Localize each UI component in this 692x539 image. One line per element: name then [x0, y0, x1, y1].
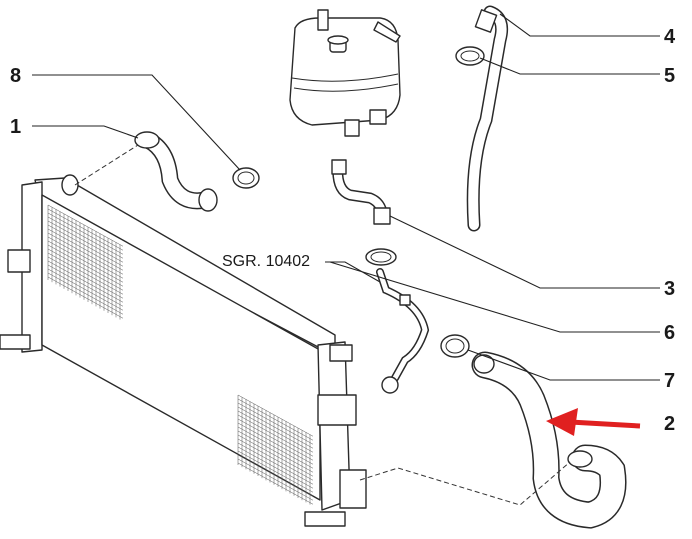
callout-3: 3 [664, 278, 675, 300]
callout-5: 5 [664, 65, 675, 87]
hose-2 [471, 351, 627, 529]
clamp-6 [365, 248, 397, 266]
bleed-pipe [376, 268, 430, 394]
radiator-mesh-lower [237, 394, 314, 505]
pipe-3 [331, 159, 391, 225]
callout-1: 1 [10, 116, 21, 138]
radiator-mesh-upper [47, 204, 124, 320]
radiator [0, 174, 367, 527]
leader-lines [32, 13, 660, 381]
red-arrow [546, 408, 641, 436]
clamp-8 [232, 167, 260, 189]
clamp-5 [455, 46, 485, 66]
expansion-tank [289, 9, 401, 137]
hose-1 [134, 131, 218, 212]
callout-6: 6 [664, 322, 675, 344]
callout-4: 4 [664, 26, 676, 48]
callout-8: 8 [10, 65, 21, 87]
alignment-lines [74, 144, 571, 506]
clamp-7 [440, 334, 470, 358]
callout-2: 2 [664, 413, 675, 435]
hose-4 [466, 5, 509, 232]
tool-reference-label: SGR. 10402 [222, 253, 310, 270]
callout-7: 7 [664, 370, 675, 392]
